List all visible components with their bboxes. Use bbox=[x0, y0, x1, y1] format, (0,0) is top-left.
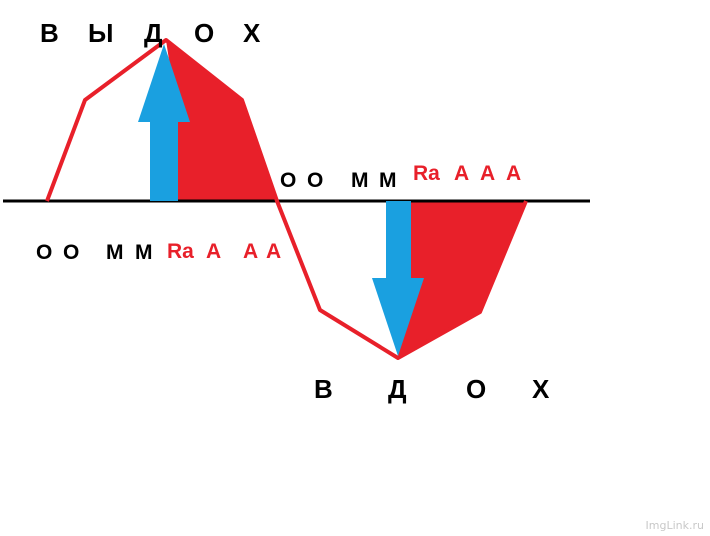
right-syllable-m-1: М bbox=[351, 169, 369, 192]
down-arrow bbox=[372, 201, 424, 356]
top-letter-4: О bbox=[194, 18, 215, 48]
exhale-red-area bbox=[166, 40, 277, 201]
up-arrow bbox=[138, 44, 190, 201]
left-syllable-m-1: М bbox=[106, 241, 124, 264]
right-syllable-m-2: М bbox=[379, 169, 397, 192]
right-syllable-a-3: А bbox=[506, 162, 522, 185]
right-syllable-a-2: А bbox=[480, 162, 496, 185]
top-letter-1: В bbox=[40, 18, 59, 48]
bottom-letter-1: В bbox=[314, 374, 333, 404]
left-syllable-a-2: А bbox=[243, 240, 259, 263]
right-syllable-o-2: О bbox=[307, 169, 324, 192]
top-letter-5: Х bbox=[243, 18, 261, 48]
right-syllable-ra: Ra bbox=[413, 162, 440, 185]
inhale-red-area bbox=[398, 201, 526, 358]
watermark: ImgLink.ru bbox=[645, 519, 704, 532]
left-syllable-a-1: А bbox=[206, 240, 222, 263]
top-letter-2: Ы bbox=[88, 18, 114, 48]
bottom-letter-3: О bbox=[466, 374, 487, 404]
bottom-letter-4: Х bbox=[532, 374, 550, 404]
left-syllable-a-3: А bbox=[266, 240, 282, 263]
right-syllable-o-1: О bbox=[280, 169, 297, 192]
breath-wave bbox=[45, 38, 528, 360]
left-syllable-o-1: О bbox=[36, 241, 53, 264]
left-syllable-ra: Ra bbox=[167, 240, 194, 263]
left-syllable-m-2: М bbox=[135, 241, 153, 264]
left-syllable-o-2: О bbox=[63, 241, 80, 264]
bottom-letter-2: Д bbox=[388, 374, 407, 404]
top-letter-3: Д bbox=[144, 18, 163, 48]
right-syllable-a-1: А bbox=[454, 162, 470, 185]
